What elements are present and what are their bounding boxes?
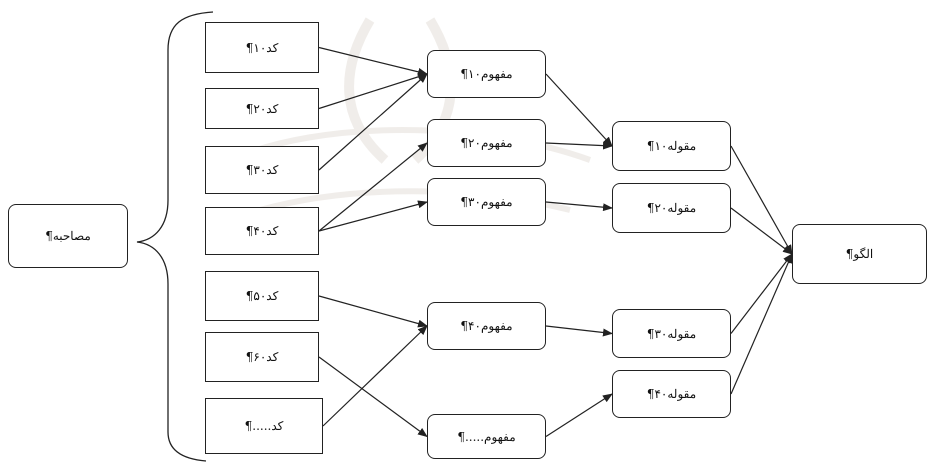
arrow-concept_more-to-category4 — [545, 393, 613, 438]
arrow-code_more-to-concept4 — [322, 325, 428, 427]
arrow-code4-to-concept3 — [318, 200, 428, 232]
concept-box-3: مفهوم۳۰¶ — [427, 178, 546, 226]
arrow-group — [318, 46, 793, 438]
category-box-1: مقوله۱۰¶ — [612, 121, 731, 171]
concept-box-4: مفهوم۴۰¶ — [427, 302, 546, 350]
arrow-concept4-to-category3 — [545, 325, 613, 337]
arrow-category4-to-pattern — [730, 253, 793, 395]
category-box-3: مقوله۳۰¶ — [612, 309, 731, 358]
pattern-node: الگو¶ — [792, 224, 927, 284]
arrow-code6-to-concept_more — [318, 356, 428, 438]
concept-box-2: مفهوم۲۰¶ — [427, 119, 546, 167]
arrow-code5-to-concept4 — [318, 295, 428, 328]
arrow-category1-to-pattern — [730, 145, 793, 255]
arrow-concept2-to-category1 — [545, 141, 613, 150]
interview-node: مصاحبه¶ — [8, 204, 128, 268]
code-box-6: کد۶۰¶ — [205, 332, 319, 382]
arrow-concept1-to-category1 — [545, 73, 613, 147]
concept-box-more: مفهوم.....¶ — [427, 414, 546, 459]
category-box-4: مقوله۴۰¶ — [612, 370, 731, 418]
code-box-2: کد۲۰¶ — [205, 88, 319, 129]
code-box-3: کد۳۰¶ — [205, 146, 319, 194]
arrow-code4-to-concept2 — [318, 142, 428, 232]
code-box-5: کد۵۰¶ — [205, 271, 319, 321]
arrow-category2-to-pattern — [730, 207, 793, 255]
code-box-4: کد۴۰¶ — [205, 207, 319, 255]
arrow-category3-to-pattern — [730, 253, 793, 334]
arrow-code1-to-concept1 — [318, 46, 428, 76]
arrow-code3-to-concept1 — [318, 73, 428, 171]
category-box-2: مقوله۲۰¶ — [612, 183, 731, 233]
arrow-code2-to-concept1 — [318, 72, 428, 110]
concept-box-1: مفهوم۱۰¶ — [427, 50, 546, 98]
interview-brace — [136, 11, 214, 462]
arrow-concept3-to-category2 — [545, 201, 613, 212]
code-box-more: کد.....¶ — [205, 398, 323, 454]
code-box-1: کد۱۰¶ — [205, 22, 319, 73]
